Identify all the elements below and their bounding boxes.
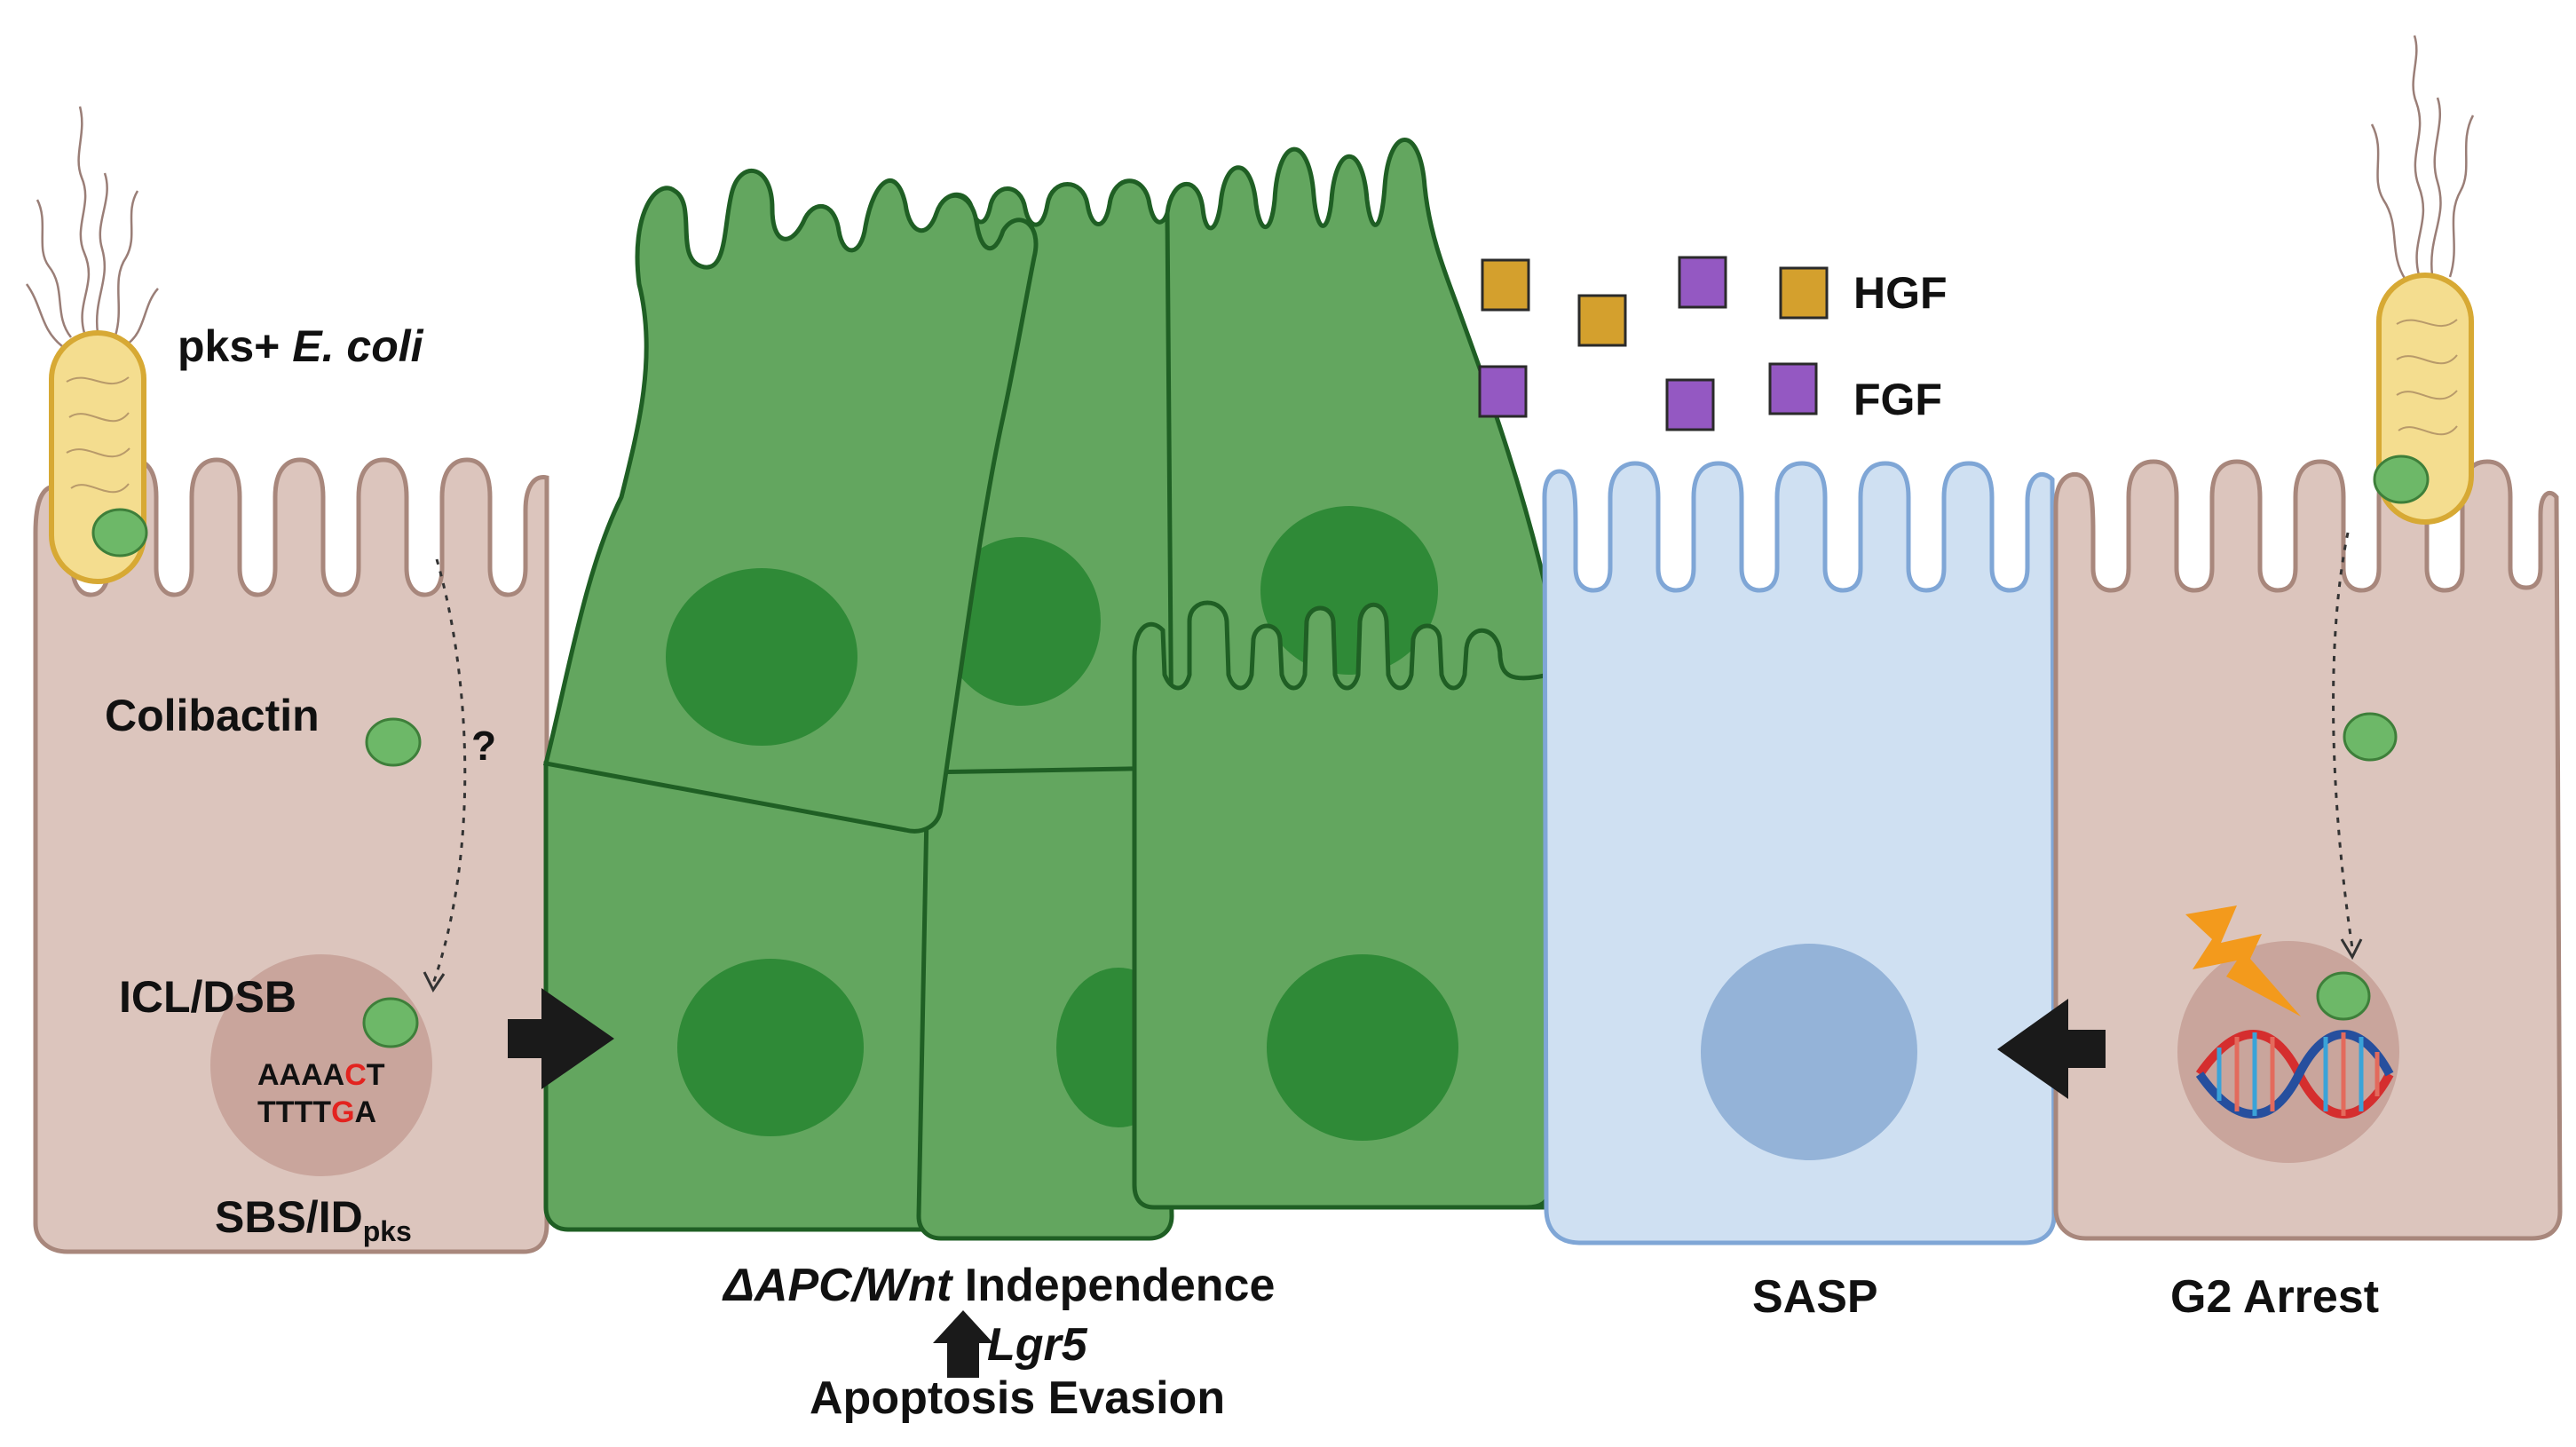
fgf-square [1665,378,1715,431]
right-normal-cell [2053,459,2563,1241]
senescent-cell [1542,461,2057,1245]
colibactin-particle [2316,971,2371,1021]
tumor-nucleus [941,537,1101,706]
flagella [2370,35,2475,281]
unknown-transport-label: ? [471,723,496,769]
colibactin-particle [2343,712,2398,762]
hgf-square [1577,294,1627,347]
hgf-square [1481,258,1530,312]
apc-wnt-label: ΔAPC/Wnt Independence [722,1260,1275,1311]
apoptosis-evasion-label: Apoptosis Evasion [810,1372,1225,1424]
ecoli-label: pks+ E. coli [178,321,424,371]
g2-arrest-label: G2 Arrest [2170,1271,2379,1323]
lightning-bolt-icon [2185,905,2301,1016]
senescent-cell-body [1542,461,2057,1245]
colibactin-label: Colibactin [105,691,320,740]
lgr5-label: Lgr5 [987,1319,1088,1371]
dna-double-helix-icon [2195,1030,2394,1119]
sequence-bottom-strand: TTTTGA [257,1095,376,1129]
colibactin-particle [362,997,419,1048]
trajectory-arrowhead [2340,938,2363,961]
hgf-square [1779,266,1829,320]
left-bacterium [25,106,159,584]
trajectory-arrowhead [423,971,446,992]
senescent-nucleus [1701,944,1917,1160]
icl-dsb-label: ICL/DSB [119,972,296,1022]
block-arrow-icon [1997,999,2106,1099]
up-arrow-icon [933,1310,993,1378]
flagella [25,106,159,348]
fgf-squares [1478,256,1818,431]
tumor-nucleus [677,959,864,1136]
colibactin-particle [365,717,422,767]
colibactin-trajectory [431,558,467,984]
fgf-square [1768,362,1818,415]
fgf-label: FGF [1853,375,1942,424]
sasp-label: SASP [1752,1271,1878,1323]
sbs-id-label: SBS/IDpks [215,1192,412,1247]
right-bacterium [2370,35,2475,525]
block-arrow-icon [508,988,614,1089]
colibactin-particle [2373,455,2430,504]
colibactin-particle [91,508,148,557]
fgf-square [1678,256,1727,309]
left-normal-cell [33,457,549,1254]
sequence-top-strand: AAAACT [257,1058,385,1092]
tumor-nucleus [1267,954,1458,1141]
tumor-nucleus [666,568,857,746]
hgf-squares [1481,258,1829,347]
fgf-square [1478,365,1528,418]
tumor-cell-cluster [542,138,1556,1241]
hgf-label: HGF [1853,268,1948,318]
